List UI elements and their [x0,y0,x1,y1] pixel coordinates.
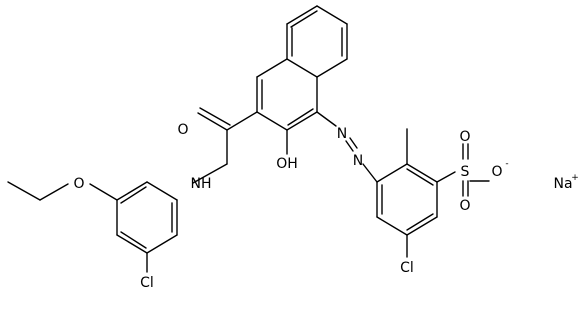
sulfonate-oxygen-label: O [491,164,502,180]
chloro-left-label: Cl [140,275,154,291]
carbonyl-oxygen-label: O [177,122,188,138]
chloro-right-label: Cl [400,260,414,276]
sulfonyl-oxygen-top-label: O [459,129,470,145]
sulfonate-group [436,143,490,197]
sulfur-label: S [461,164,470,180]
ether-oxygen-label: O [73,176,84,192]
hydroxyl-label: OH [276,156,298,172]
anilide-ring [116,181,178,254]
amide-group [192,107,258,184]
azo-n1-label: N [337,126,347,142]
ethoxy-group [7,181,118,201]
sulfonate-ring [376,163,438,236]
azo-bridge [316,111,378,183]
naphthalene-ring-upper [286,5,348,78]
azo-n2-label: N [353,153,363,169]
sodium-counterion-label: Na [553,176,572,192]
sodium-charge-label: + [571,173,578,183]
sulfonate-charge-label: - [505,159,508,169]
amide-nh-label: NH [191,176,212,192]
sulfonyl-oxygen-bottom-label: O [459,198,470,214]
naphthalene-ring-lower [256,58,318,131]
